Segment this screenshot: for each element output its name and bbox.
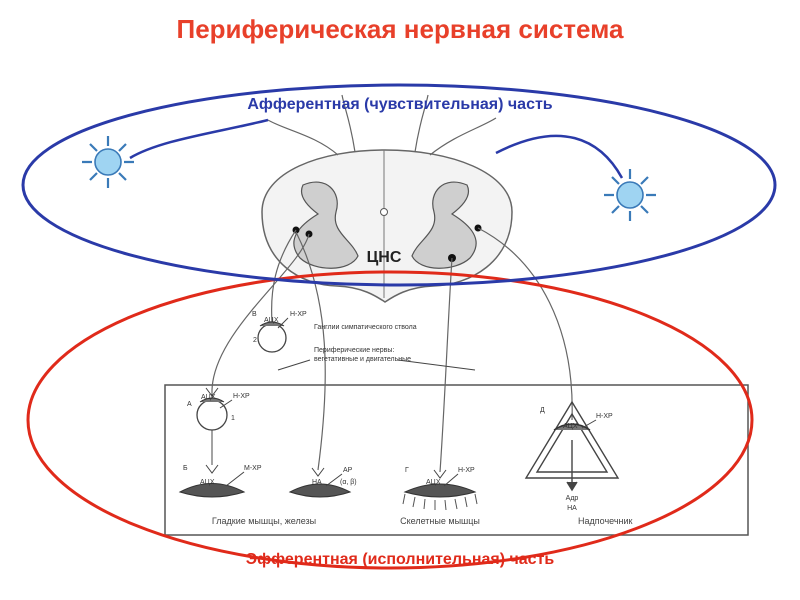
marker-ach-ganglion: АЦХ xyxy=(264,317,279,324)
afferent-ellipse xyxy=(21,83,777,287)
marker-n1: 1 xyxy=(231,415,235,422)
efferent-label: Эфферентная (исполнительная) часть xyxy=(245,551,555,568)
page-title: Периферическая нервная система xyxy=(176,14,624,44)
marker-v: В xyxy=(252,311,257,318)
nerves-label-line1: Периферические нервы: xyxy=(314,347,394,354)
afferent-label: Афферентная (чувствительная) часть xyxy=(247,96,553,113)
marker-nhr-g: Н-ХР xyxy=(458,467,475,474)
efferent-ellipse xyxy=(26,270,754,570)
nerve-fibers xyxy=(211,94,573,473)
marker-a: А xyxy=(187,401,192,408)
receptor-left-icon xyxy=(82,136,134,188)
target-skeletal: Скелетные мышцы xyxy=(400,516,480,526)
marker-ach-b: АЦХ xyxy=(200,479,215,486)
marker-mhr-b: М-ХР xyxy=(244,465,262,472)
cns-label: ЦНС xyxy=(367,249,402,266)
nerves-label-line2: вегетативные и двигательные xyxy=(314,356,411,363)
marker-na-d: НА xyxy=(567,505,577,512)
nerves-pointer-left xyxy=(277,359,311,371)
marker-na-ar: НА xyxy=(312,479,322,486)
adrenal-gland xyxy=(524,400,620,492)
marker-nhr-a: Н-ХР xyxy=(233,393,250,400)
ganglion-neuron xyxy=(257,321,287,353)
target-smooth: Гладкие мышцы, железы xyxy=(212,516,316,526)
marker-ach-d: АЦХ xyxy=(563,423,578,430)
marker-adr: Адр xyxy=(566,495,579,502)
sensory-path-right xyxy=(495,134,624,179)
effector-box xyxy=(164,384,749,536)
marker-nhr-ganglion: Н-ХР xyxy=(290,311,307,318)
synapse-b xyxy=(178,464,246,498)
target-adrenal: Надпочечник xyxy=(578,516,633,526)
synapse-ar xyxy=(288,467,352,498)
marker-g: Г xyxy=(405,467,409,474)
marker-ach-a: АЦХ xyxy=(201,394,216,401)
marker-nhr-d: Н-ХР xyxy=(596,413,613,420)
marker-ar: АР xyxy=(343,467,353,474)
receptor-right-icon xyxy=(604,169,656,221)
marker-b: Б xyxy=(183,465,188,472)
marker-ach-g: АЦХ xyxy=(426,479,441,486)
neuron-a xyxy=(196,387,228,431)
spinal-cord xyxy=(261,149,513,303)
marker-n2: 2 xyxy=(253,337,257,344)
nerves-pointer-right xyxy=(397,359,476,371)
marker-d: Д xyxy=(540,407,545,414)
marker-pointers xyxy=(219,317,597,487)
sensory-path-left xyxy=(129,118,269,160)
marker-ab: (α, β) xyxy=(340,479,357,486)
ganglion-label: Ганглии симпатического ствола xyxy=(314,324,417,331)
synapse-skeletal xyxy=(402,469,478,511)
